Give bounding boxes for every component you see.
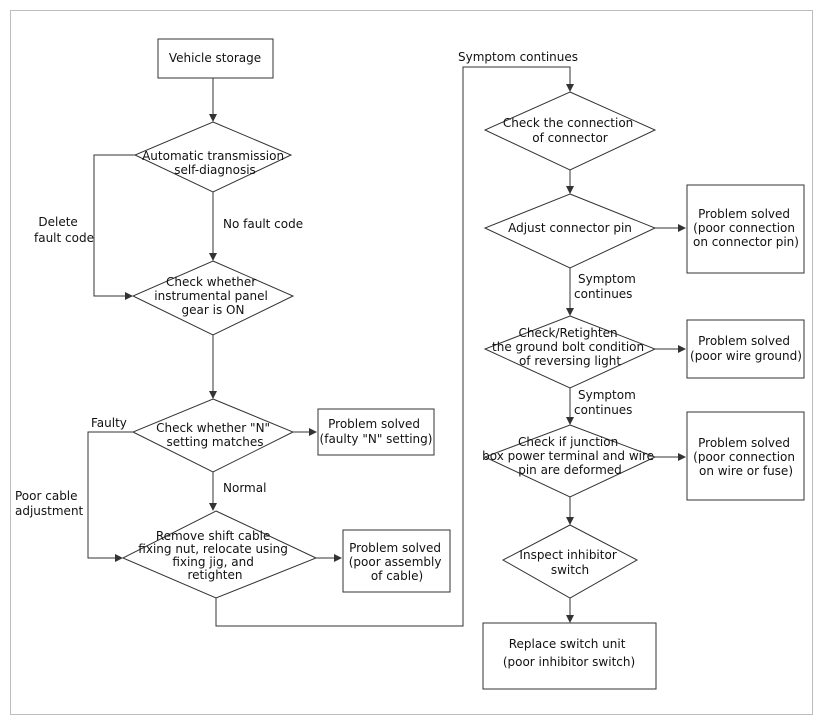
diagram-frame [10, 10, 813, 715]
edge-label-symptom-top: Symptom continues [458, 50, 578, 64]
node-label: Problem solved (poor connection on wire … [693, 436, 799, 478]
edge-label-faulty: Faulty [91, 416, 127, 430]
node-label: Check/Retighten the ground bolt conditio… [492, 326, 648, 368]
node-vehicle-storage: Vehicle storage [157, 38, 274, 79]
decision-check-gear: Check whether instrumental panel gear is… [131, 260, 295, 336]
node-label: Check whether "N" setting matches [156, 421, 274, 449]
solved-wire-fuse: Problem solved (poor connection on wire … [686, 411, 805, 501]
node-label: Check the connection of connector [503, 116, 637, 145]
node-label: Inspect inhibitor switch [519, 548, 620, 577]
edge-label-normal: Normal [223, 481, 266, 495]
node-label: Adjust connector pin [508, 221, 632, 235]
connectors [87, 66, 680, 627]
decision-check-connection: Check the connection of connector [483, 91, 657, 171]
decision-remove-cable: Remove shift cable fixing nut, relocate … [121, 510, 318, 599]
decision-inspect-inhibitor: Inspect inhibitor switch [501, 524, 639, 599]
node-label: Remove shift cable fixing nut, relocate … [138, 529, 291, 582]
node-label: Vehicle storage [169, 51, 261, 65]
node-label: Problem solved (poor assembly of cable) [349, 541, 446, 583]
node-label: Replace switch unit (poor inhibitor swit… [503, 637, 635, 669]
solved-cable-assembly: Problem solved (poor assembly of cable) [342, 529, 451, 593]
solved-faulty-n: Problem solved (faulty "N" setting) [317, 408, 435, 456]
node-label: Problem solved (poor wire ground) [690, 334, 802, 363]
edge-label-no-fault: No fault code [223, 217, 303, 231]
node-replace-switch: Replace switch unit (poor inhibitor swit… [482, 622, 657, 690]
node-label: Check whether instrumental panel gear is… [154, 275, 271, 317]
arrowheads [115, 84, 686, 623]
node-label: Check if junction box power terminal and… [482, 435, 658, 477]
edge-label-delete-fault: Delete fault code [34, 215, 94, 245]
solved-connector-pin: Problem solved (poor connection on conne… [686, 184, 805, 274]
decision-adjust-pin: Adjust connector pin [483, 193, 657, 269]
decision-check-junction: Check if junction box power terminal and… [482, 424, 658, 498]
decision-auto-diagnosis: Automatic transmission self-diagnosis [133, 121, 293, 193]
decision-check-n-setting: Check whether "N" setting matches [131, 398, 295, 473]
edge-label-symptom-1: Symptom continues [574, 272, 640, 301]
edge-label-poor-cable: Poor cable adjustment [15, 489, 84, 518]
node-label: Problem solved (poor connection on conne… [693, 207, 799, 249]
solved-wire-ground: Problem solved (poor wire ground) [686, 319, 805, 379]
decision-check-ground: Check/Retighten the ground bolt conditio… [483, 315, 657, 389]
edge-label-symptom-2: Symptom continues [574, 388, 640, 417]
node-label: Automatic transmission self-diagnosis [142, 149, 288, 177]
node-label: Problem solved (faulty "N" setting) [320, 417, 433, 446]
